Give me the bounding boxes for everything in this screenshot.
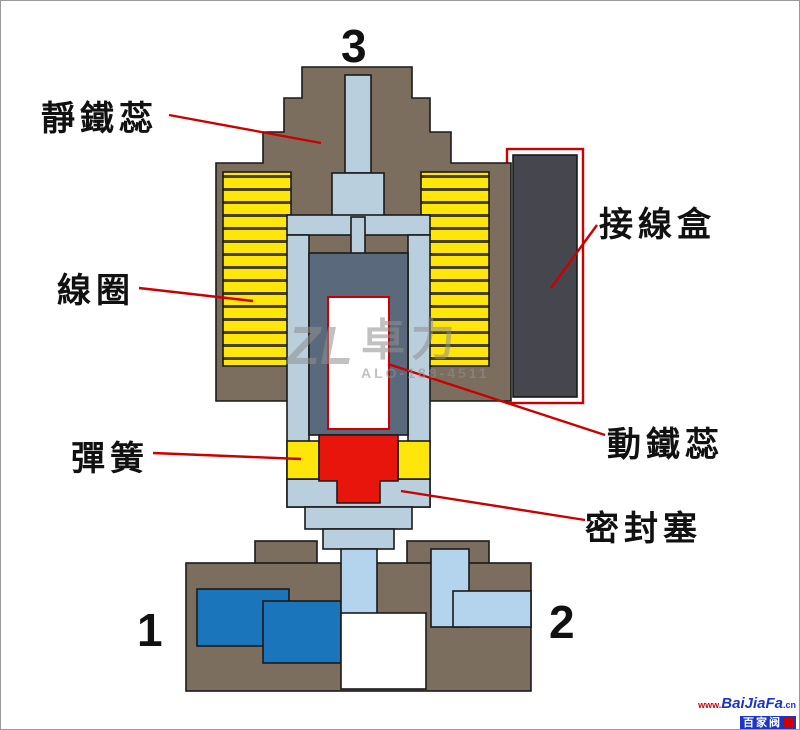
seat-step-2	[304, 506, 413, 530]
port-number-1: 1	[137, 604, 163, 656]
watermark-footer: www.BaiJiaFa.cn 百家阀	[698, 695, 796, 729]
port-number-2: 2	[549, 596, 575, 648]
leader-seal-plug	[400, 489, 586, 522]
footer-url-suffix: .cn	[782, 700, 796, 710]
static-core-stem	[344, 74, 372, 174]
base-step-left	[254, 540, 318, 566]
port2-passage	[452, 590, 532, 628]
spring-right	[397, 440, 431, 480]
footer-banner: 百家阀	[740, 715, 796, 729]
leader-static-core	[168, 113, 322, 145]
inlet-channel	[262, 600, 342, 664]
footer-url-name: BaiJiaFa	[721, 695, 783, 712]
label-moving-core: 動鐵蕊	[607, 426, 724, 464]
leader-moving-core	[387, 362, 606, 437]
footer-url-prefix: www.	[698, 700, 722, 710]
label-junction-box: 接線盒	[599, 206, 716, 244]
valve-chamber	[340, 612, 427, 690]
leader-coil	[138, 286, 254, 303]
coil-winding-right	[420, 171, 490, 367]
label-spring: 彈簧	[71, 440, 149, 478]
sealing-plug	[318, 434, 399, 504]
label-seal-plug: 密封塞	[585, 510, 702, 548]
outlet-riser	[430, 548, 470, 628]
moving-core-cavity	[327, 296, 390, 430]
seat-step-3	[322, 528, 395, 550]
label-coil: 線圈	[57, 272, 135, 310]
leader-spring	[152, 451, 302, 461]
leader-junction-box	[550, 224, 598, 289]
static-core-head	[331, 172, 385, 218]
footer-url: www.BaiJiaFa.cn	[698, 695, 796, 713]
footer-site-name: 百家阀	[743, 716, 782, 729]
coil-winding-left	[222, 171, 292, 367]
seat-column	[340, 548, 378, 620]
footer-red-square-icon	[784, 718, 793, 728]
spring-left	[286, 440, 320, 480]
junction-box	[512, 154, 578, 398]
label-static-core: 靜鐵蕊	[41, 100, 158, 138]
port-number-3: 3	[341, 20, 367, 72]
